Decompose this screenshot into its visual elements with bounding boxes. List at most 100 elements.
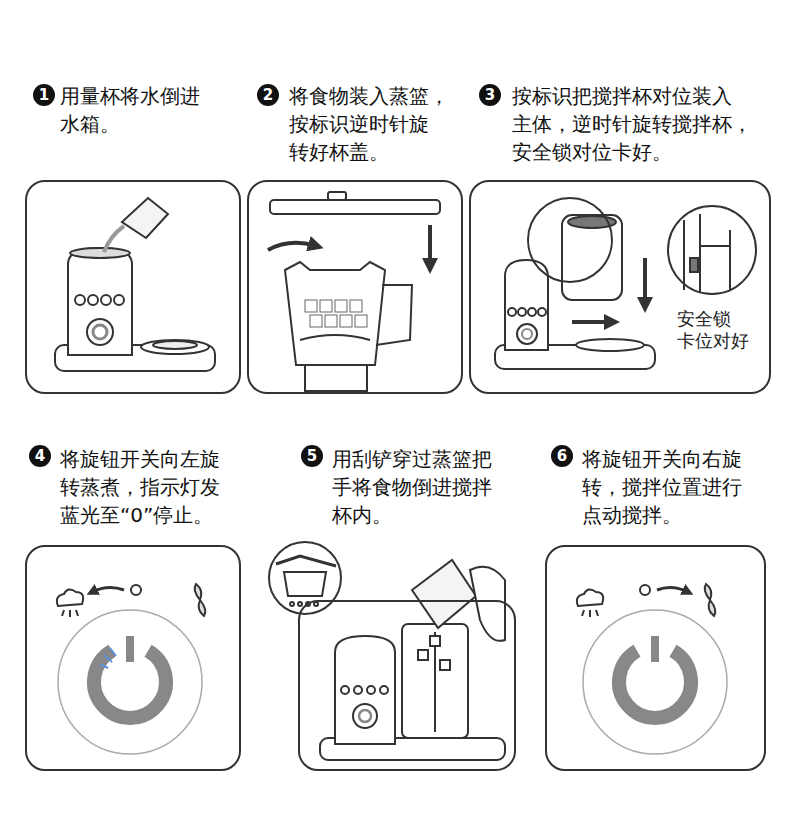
panel2-art-part: [300, 335, 370, 340]
panel5-art-part: [359, 710, 371, 722]
step-instruction: 按标识把搅拌杯对位装入 主体，逆时针旋转搅拌杯， 安全锁对位卡好。: [512, 82, 754, 166]
panel6-art-part: [577, 589, 603, 606]
panel1-art-part: [114, 295, 124, 305]
step-number: 6: [551, 445, 573, 467]
panel5-art: [269, 542, 505, 760]
panel5-art-part: [341, 686, 349, 694]
panel3-art-part: [505, 260, 548, 350]
panel3-art-part: [508, 308, 516, 316]
panel2-art-part: [270, 200, 440, 214]
step-instruction: 将旋钮开关向右旋 转，搅拌位置进行 点动搅拌。: [582, 445, 744, 529]
panel2-art-part-part: [305, 300, 317, 312]
panel5-art-part: [412, 560, 476, 628]
panel2-art-part: [268, 243, 316, 250]
panel2-art-part-part: [340, 315, 352, 327]
panel5-art-part: [306, 602, 310, 606]
panel5-art-part: [367, 686, 375, 694]
panel1-art: [55, 198, 215, 371]
part-label: 安全锁 卡位对好: [677, 308, 751, 352]
panel2-art: [268, 192, 440, 391]
panel4-art: [57, 584, 205, 754]
panel5-art-part: [440, 660, 450, 670]
panel1-art-part: [153, 341, 197, 349]
panel5-art-part: [430, 636, 440, 646]
step-panel: 将食物装入蒸篮， 按标识逆时针旋 转好杯盖。: [247, 180, 463, 394]
panel5-art-part: [470, 567, 505, 641]
step-instruction: 用刮铲穿过蒸篮把 手将食物倒进搅拌 杯内。: [332, 445, 494, 529]
panel6-art-part: [583, 610, 727, 754]
panel2-art-part-part: [350, 300, 362, 312]
step-number: 1: [33, 84, 55, 106]
panel2-art-part: [305, 300, 367, 327]
panel3-art-part: [538, 308, 546, 316]
panel2-art-part-part: [355, 315, 367, 327]
panel5-art-part: [335, 636, 395, 744]
panel1-art-part: [87, 319, 113, 345]
step-instruction: 将食物装入蒸篮， 按标识逆时针旋 转好杯盖。: [289, 82, 451, 166]
step-number: 4: [29, 445, 51, 467]
panel4-art-part: [57, 589, 83, 606]
panel2-art-part: [328, 192, 346, 200]
step-number-text: 1: [39, 88, 49, 103]
step-panel: 按标识把搅拌杯对位装入 主体，逆时针旋转搅拌杯， 安全锁对位卡好。安全锁 卡位对…: [469, 180, 771, 394]
panel5-art-part: [290, 602, 294, 606]
panel3-art-part: [517, 324, 537, 344]
panel3-art-part: [572, 320, 612, 324]
panel4-art-part: [62, 610, 78, 617]
panel2-art-part-part: [325, 315, 337, 327]
panel6-art: [577, 584, 727, 754]
step-panel: 将旋钮开关向左旋 转蒸煮，指示灯发 蓝光至“0”停止。: [25, 545, 241, 771]
panel5-art-part: [353, 704, 377, 728]
panel4-art-part: [126, 636, 134, 662]
panel4-art-part: [58, 610, 202, 754]
panel3-art-part: [684, 214, 730, 292]
panel3-art-part: [518, 308, 526, 316]
panel1-art-part: [122, 198, 168, 238]
panel1-art-part: [68, 248, 132, 355]
panel3-art-part: [562, 215, 622, 300]
panel3-art-part: [643, 258, 647, 305]
panel5-art-part: [380, 686, 388, 694]
panel3-art-part: [576, 339, 644, 351]
step-instruction: 用量杯将水倒进 水箱。: [60, 82, 202, 138]
step-number-text: 2: [263, 88, 273, 103]
panel4-art-part: [100, 648, 116, 668]
panel1-art-part: [101, 295, 111, 305]
panel1-art-part: [75, 295, 85, 305]
step-panel: 将旋钮开关向右旋 转，搅拌位置进行 点动搅拌。: [545, 545, 766, 771]
panel4-art-part: [92, 587, 124, 592]
panel1-art-part: [70, 248, 130, 258]
panel2-art-part-part: [310, 315, 322, 327]
panel5-art-part: [276, 556, 336, 566]
panel6-art-part: [582, 610, 598, 617]
panel3-art-part: [668, 206, 756, 294]
step-number: 5: [301, 445, 323, 467]
panel3-art: [495, 198, 756, 369]
panel5-art-part: [402, 624, 468, 738]
panel5-art-part: [284, 572, 326, 596]
panel6-art-part: [705, 584, 716, 616]
panel2-art-part-part: [320, 300, 332, 312]
panel5-art-part: [298, 602, 302, 606]
panel2-art-part-part: [335, 300, 347, 312]
panel6-art-part: [640, 585, 650, 595]
step-number: 3: [479, 84, 501, 106]
panel5-art-part: [269, 542, 341, 614]
step-panel: 用量杯将水倒进 水箱。: [25, 180, 241, 394]
panel3-art-part: [522, 329, 532, 339]
step-number-text: 4: [35, 449, 45, 464]
step-panel: 用刮铲穿过蒸篮把 手将食物倒进搅拌 杯内。: [298, 600, 516, 771]
panel4-art-part: [131, 585, 141, 595]
step-number: 2: [257, 84, 279, 106]
step-number-text: 3: [485, 88, 495, 103]
panel1-art-part: [93, 325, 107, 339]
panel5-art-part: [418, 650, 428, 660]
panel1-art-part: [104, 226, 124, 252]
panel2-art-part: [285, 262, 385, 365]
step-number-text: 5: [307, 449, 317, 464]
panel3-art-part: [690, 258, 698, 272]
panel5-art-part: [354, 686, 362, 694]
panel3-art-part: [528, 308, 536, 316]
panel3-art-part: [528, 198, 612, 282]
panel4-art-part: [195, 584, 206, 616]
